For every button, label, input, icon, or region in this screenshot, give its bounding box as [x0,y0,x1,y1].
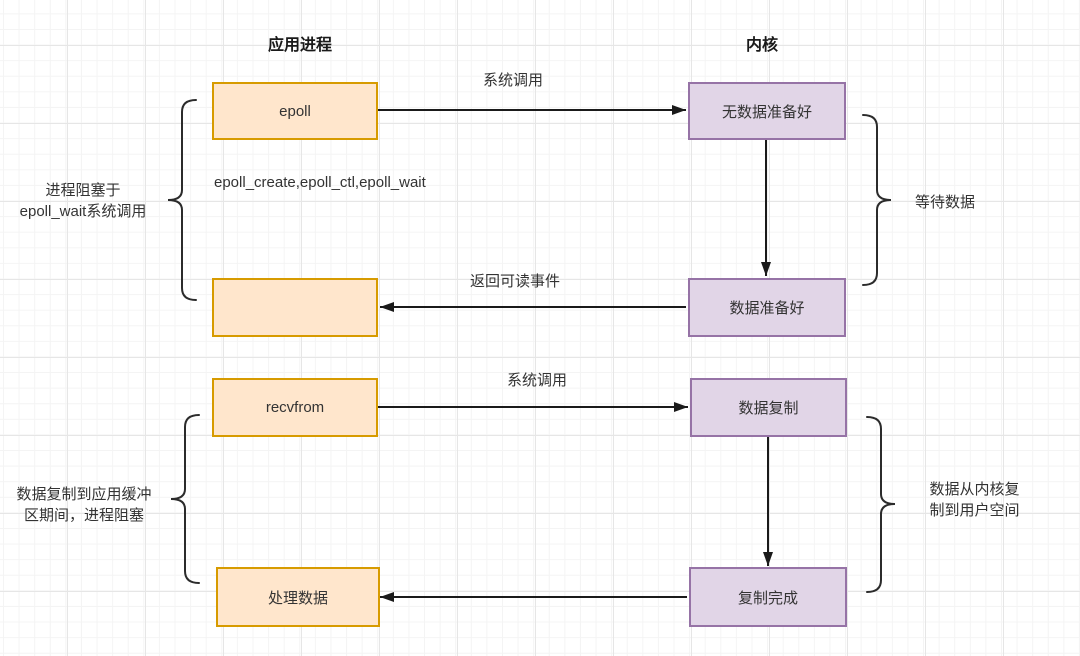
brace-right-kernel-to-user [866,416,896,593]
brace-label-kernel-to-user: 数据从内核复 制到用户空间 [917,479,1032,521]
edge-label-epoll-apis: epoll_create,epoll_ctl,epoll_wait [214,174,426,191]
brace-label-copy-block-line2: 区期间，进程阻塞 [23,507,144,524]
node-epoll-return-empty [212,278,378,337]
brace-label-copy-block: 数据复制到应用缓冲 区期间，进程阻塞 [0,484,168,526]
brace-left-block-epoll-wait [167,99,197,301]
node-recvfrom: recvfrom [212,378,378,437]
node-data-ready: 数据准备好 [688,278,846,337]
node-process-data: 处理数据 [216,567,380,627]
node-copy-complete: 复制完成 [689,567,847,627]
brace-label-kernel-to-user-line1: 数据从内核复 [929,481,1020,498]
brace-label-block-epoll-wait-line1: 进程阻塞于 [45,182,121,199]
edge-label-syscall-top: 系统调用 [482,72,543,89]
brace-label-wait-data: 等待数据 [914,194,975,211]
node-data-copy: 数据复制 [690,378,847,437]
brace-label-kernel-to-user-line2: 制到用户空间 [929,502,1020,519]
node-epoll: epoll [212,82,378,140]
brace-label-block-epoll-wait: 进程阻塞于 epoll_wait系统调用 [2,180,164,222]
column-header-kernel: 内核 [745,37,778,54]
edge-label-return-readable-event: 返回可读事件 [469,273,560,290]
brace-left-copy-block [170,414,200,584]
brace-label-block-epoll-wait-line2: epoll_wait系统调用 [19,203,147,220]
edge-label-syscall-bottom: 系统调用 [506,372,567,389]
column-header-application-process: 应用进程 [267,37,332,54]
brace-label-copy-block-line1: 数据复制到应用缓冲 [16,486,152,503]
node-no-data-ready: 无数据准备好 [688,82,846,140]
